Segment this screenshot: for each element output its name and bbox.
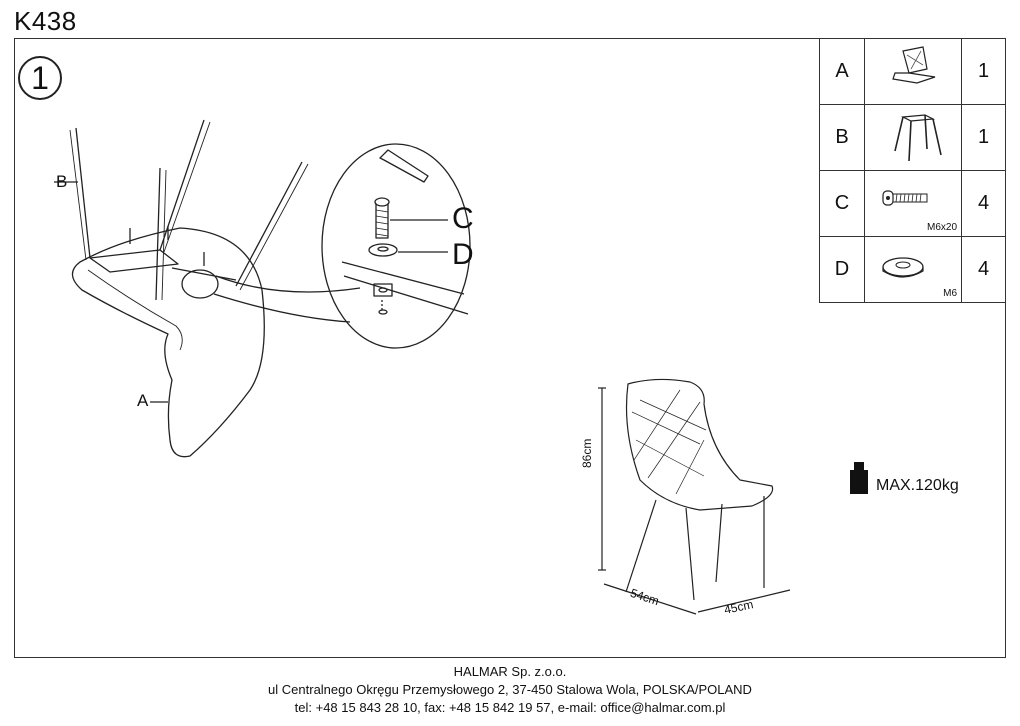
part-row: B 1 xyxy=(818,104,1006,171)
part-row: D M6 4 xyxy=(818,236,1006,303)
label-legs-b: B xyxy=(56,172,68,191)
washer-icon: M6 xyxy=(864,236,963,303)
part-qty: 4 xyxy=(961,170,1006,237)
label-bolt-c: C xyxy=(452,202,474,235)
part-spec: M6 xyxy=(943,288,958,299)
height-dimension: 86cm xyxy=(580,438,594,468)
label-washer-d: D xyxy=(452,238,474,271)
part-qty: 4 xyxy=(961,236,1006,303)
part-row: C M6x20 4 xyxy=(818,170,1006,237)
instruction-frame xyxy=(14,38,1006,658)
bolt-icon: M6x20 xyxy=(864,170,963,237)
footer-company: HALMAR Sp. z.o.o. xyxy=(453,664,567,679)
seat-icon xyxy=(864,38,963,105)
part-qty: 1 xyxy=(961,104,1006,171)
part-letter: B xyxy=(818,104,866,171)
step-number: 1 xyxy=(18,56,62,100)
footer-contact: tel: +48 15 843 28 10, fax: +48 15 842 1… xyxy=(294,700,726,715)
legs-frame-icon xyxy=(864,104,963,171)
chair-dimension-drawing xyxy=(598,378,791,615)
part-letter: A xyxy=(818,38,866,105)
footer-address: ul Centralnego Okręgu Przemysłowego 2, 3… xyxy=(268,682,752,697)
label-seat-a: A xyxy=(137,391,149,410)
part-qty: 1 xyxy=(961,38,1006,105)
weight-icon xyxy=(850,462,868,494)
model-code: K438 xyxy=(14,6,77,36)
part-row: A 1 xyxy=(818,38,1006,105)
parts-table: A 1 B 1 C xyxy=(818,38,1006,303)
part-letter: C xyxy=(818,170,866,237)
max-load-label: MAX.120kg xyxy=(876,477,959,494)
part-letter: D xyxy=(818,236,866,303)
part-spec: M6x20 xyxy=(927,222,958,233)
